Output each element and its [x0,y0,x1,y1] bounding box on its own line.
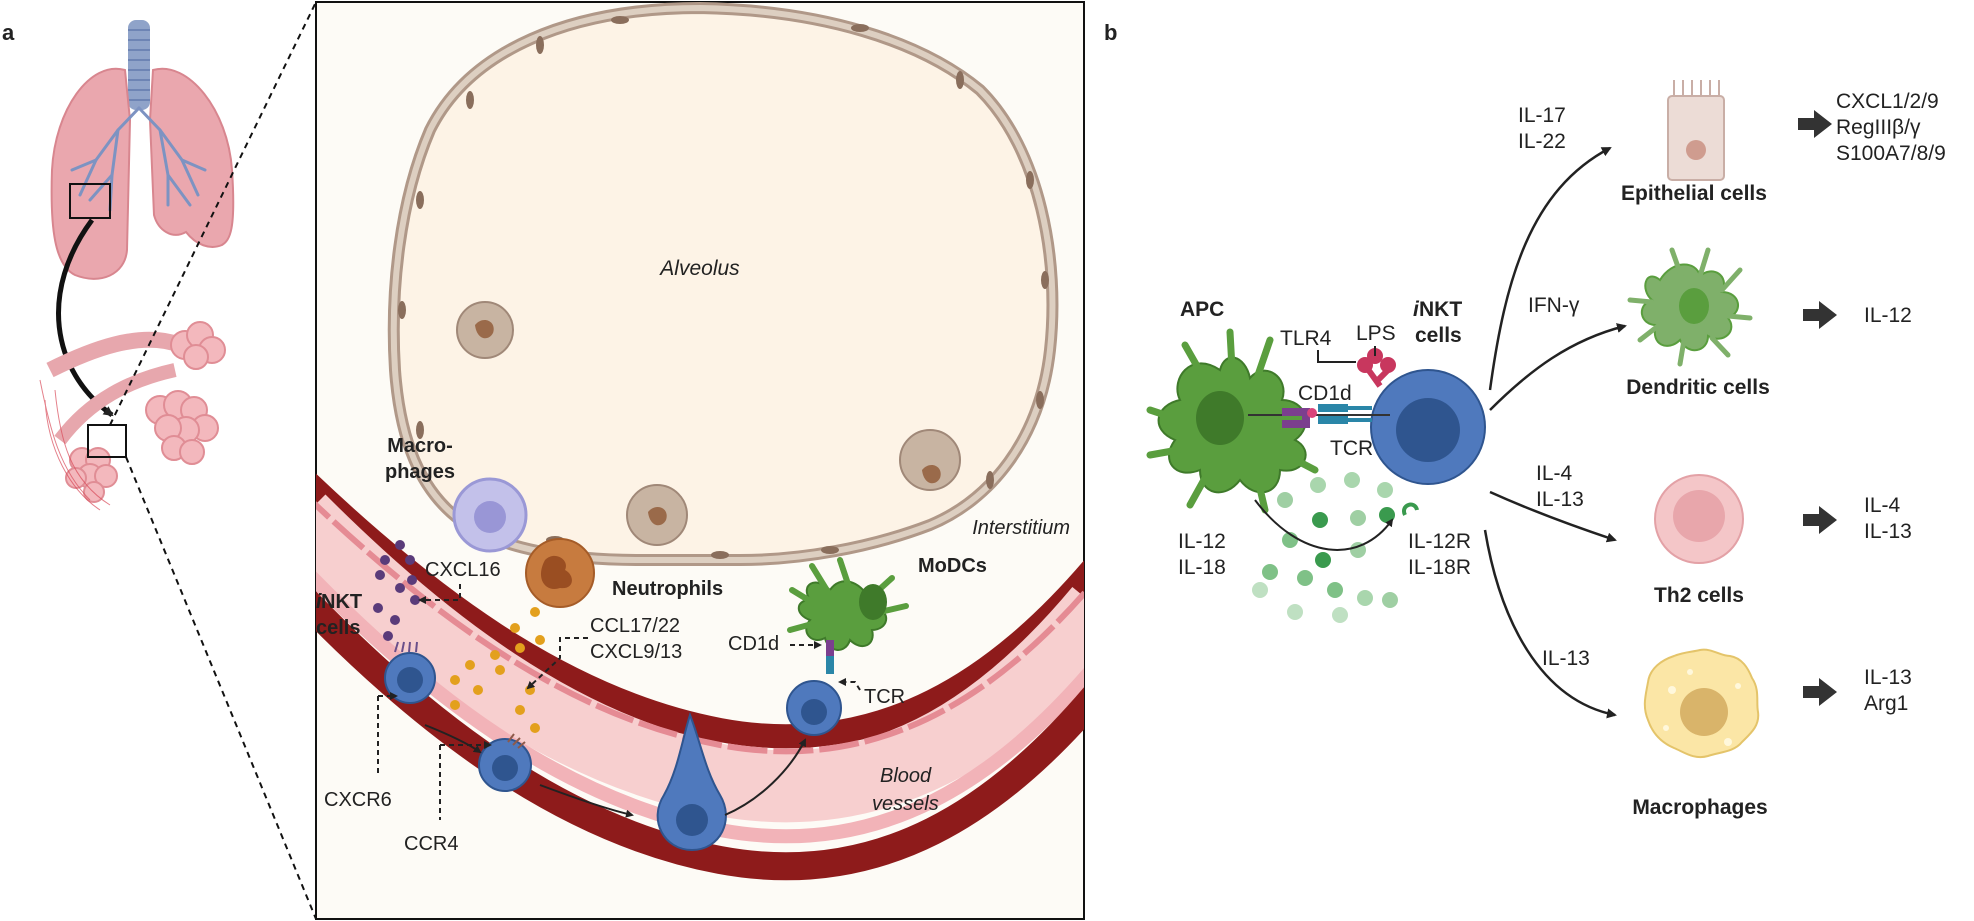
dendritic-cell [1627,247,1753,367]
neutrophils-label: Neutrophils [612,578,723,600]
blood-label-2: vessels [872,793,939,815]
tlr4-receptor [1357,348,1396,388]
modc-cell [787,557,909,651]
cxcl16-dots [373,540,420,641]
cxcr6-label: CXCR6 [324,789,392,811]
alveoli-illustration [39,321,226,511]
signal-0-a: IL-17 [1518,104,1566,127]
zoom-arrow [56,218,114,418]
inkt-cells-vessel [384,641,842,852]
tlr4-label: TLR4 [1280,327,1332,350]
output-0-b: RegIIIβ/γ [1836,116,1921,139]
modcs-label: MoDCs [918,555,987,577]
inkt-label-cells: cells [316,617,360,639]
apc-cell [1146,328,1319,514]
lung-zoom-box [69,183,111,219]
cd1d-tcr-complex [1248,404,1390,428]
signal-0-b: IL-22 [1518,130,1566,153]
macrophages-b-label: Macrophages [1632,796,1767,819]
macrophages-label-1: Macro- [387,435,453,457]
il12r-label: IL-12R [1408,530,1471,553]
output-1-a: IL-12 [1864,304,1912,327]
signal-2-a: IL-4 [1536,462,1573,485]
cxcl16-label: CXCL16 [425,559,501,581]
ccl-dots [450,607,545,733]
inkt-label-nkt: NKT [321,591,362,613]
output-arrows [1798,110,1837,706]
output-3-a: IL-13 [1864,666,1912,689]
output-0-a: CXCL1/2/9 [1836,90,1939,113]
cd1d-label-a: CD1d [728,633,779,655]
tcr-label-a: TCR [864,686,905,708]
macrophage-cell [452,477,528,553]
lungs-illustration [50,20,235,280]
macrophage-cell-b [1643,648,1760,758]
inkt-b-nkt: NKT [1419,298,1462,321]
lps-label: LPS [1356,322,1396,345]
output-0-c: S100A7/8/9 [1836,142,1946,165]
alveolus [387,2,1059,566]
signal-3-a: IL-13 [1542,647,1590,670]
tcr-label-b: TCR [1330,437,1373,460]
panel-a-letter: a [2,20,15,45]
output-2-b: IL-13 [1864,520,1912,543]
alveolus-label: Alveolus [658,257,740,280]
dendritic-label: Dendritic cells [1626,376,1770,399]
inkt-cell-b [1370,369,1486,485]
signal-1-a: IFN-γ [1528,294,1580,317]
cd1d-label-b: CD1d [1298,382,1352,405]
ccl-label-2: CXCL9/13 [590,641,682,663]
interstitium-label: Interstitium [972,517,1070,539]
th2-cell [1654,474,1744,564]
inkt-label-i: i [316,591,322,613]
il12-label: IL-12 [1178,530,1226,553]
epithelial-cell [1667,80,1725,181]
il12-il18-dots [1252,472,1398,623]
epithelial-label: Epithelial cells [1621,182,1767,205]
ccr4-label: CCR4 [404,833,458,855]
cd1d-tcr-contact [826,640,834,674]
alveolus-zoom-box [87,424,127,458]
output-3-b: Arg1 [1864,692,1908,715]
macrophages-label-2: phages [385,461,455,483]
il18-label: IL-18 [1178,556,1226,579]
th2-label: Th2 cells [1654,584,1744,607]
inkt-b-cells: cells [1415,324,1462,347]
inkt-b-i: i [1413,298,1420,321]
panel-b-letter: b [1104,20,1117,45]
blood-vessel [316,473,1084,881]
neutrophil-cell [525,538,595,608]
ccl-label-1: CCL17/22 [590,615,680,637]
il18r-label: IL-18R [1408,556,1471,579]
signal-2-b: IL-13 [1536,488,1584,511]
blood-label-1: Blood [880,765,932,787]
apc-label: APC [1180,298,1224,321]
output-2-a: IL-4 [1864,494,1901,517]
